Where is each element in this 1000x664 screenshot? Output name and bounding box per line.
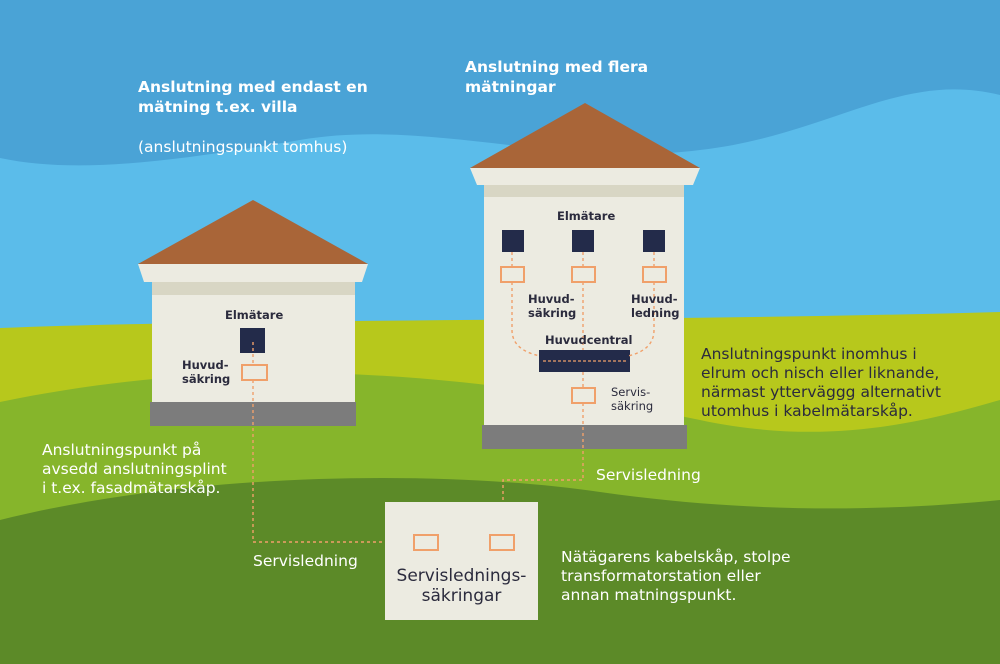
villa-heading-title: Anslutning med endast en mätning t.ex. v…: [138, 78, 368, 116]
network-owner-note: Nätägarens kabelskåp, stolpe transformat…: [561, 548, 791, 604]
villa-meter-label: Elmätare: [225, 308, 284, 322]
villa-service-line: [252, 380, 414, 543]
multi-fuse-right-label: Huvud- ledning: [631, 292, 680, 320]
multi-meter-middle-icon: [572, 230, 594, 252]
multi-heading: Anslutning med flera mätningar: [465, 58, 649, 96]
multi-house: [470, 103, 700, 449]
box-fuse-left-icon: [413, 534, 439, 551]
villa-wall-shade: [152, 282, 355, 295]
multi-service-fuse-label: Servis- säkring: [611, 385, 654, 413]
multi-left-feeder: [511, 282, 541, 357]
box-fuse-right-icon: [489, 534, 515, 551]
main-central-label: Huvudcentral: [545, 333, 633, 347]
villa-heading: Anslutning med endast en mätning t.ex. v…: [138, 57, 368, 157]
servisledning-left-label: Servisledning: [253, 552, 358, 570]
multi-wall: [484, 185, 684, 425]
villa-roof: [138, 200, 368, 264]
servisledning-right-label: Servisledning: [596, 466, 701, 484]
multi-meter-left-icon: [502, 230, 524, 252]
connection-lines: [252, 252, 655, 543]
multi-fuse-left-label: Huvud- säkring: [528, 292, 577, 320]
villa-fuse-label: Huvud- säkring: [182, 358, 231, 386]
service-fuse-box-body: [385, 502, 538, 620]
multi-right-feeder: [627, 282, 655, 357]
multi-eaves: [470, 168, 700, 185]
multi-service-line: [502, 403, 584, 535]
service-fuse-box: [385, 502, 538, 620]
multi-foundation: [482, 425, 687, 449]
sky-upper-band: [0, 0, 1000, 166]
multi-roof: [470, 103, 700, 168]
villa-eaves: [138, 264, 368, 282]
multi-connection-point-note: Anslutningspunkt inomhus i elrum och nis…: [701, 345, 941, 420]
multi-meter-label: Elmätare: [557, 209, 616, 223]
multi-meter-right-icon: [643, 230, 665, 252]
villa-main-fuse-icon: [241, 364, 268, 381]
villa-connection-point-note: Anslutningspunkt på avsedd anslutningspl…: [42, 441, 227, 497]
multi-wall-shade: [484, 185, 684, 197]
villa-heading-sub: (anslutningspunkt tomhus): [138, 138, 348, 156]
service-fuse-box-label: Servislednings- säkringar: [396, 566, 527, 606]
